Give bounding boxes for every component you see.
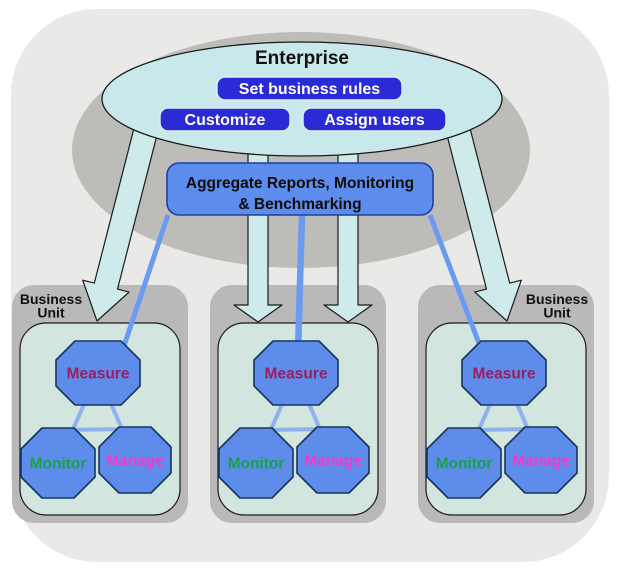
monitor-label: Monitor [436, 456, 493, 473]
manage-label: Manage [106, 453, 164, 470]
unit-label-line1: Business [526, 291, 588, 307]
assign-users-shape [302, 107, 447, 132]
measure-octagon [461, 340, 547, 406]
manage-octagon [98, 426, 172, 494]
measure-label: Measure [67, 366, 130, 383]
monitor-octagon [218, 427, 294, 499]
business-unit-right-nodes: Measure Monitor Manage [426, 340, 578, 499]
set-business-rules-label: Set business rules [239, 81, 380, 98]
customize-label: Customize [185, 112, 266, 129]
business-unit-middle-nodes: Measure Monitor Manage [218, 340, 370, 499]
set-business-rules-shape [216, 76, 403, 101]
unit-label-line2: Unit [543, 305, 571, 321]
connector-line-middle [294, 214, 306, 353]
enterprise-title: Enterprise [255, 48, 349, 69]
assign-users-label: Assign users [324, 112, 425, 129]
unit-label-line2: Unit [37, 305, 65, 321]
manage-label: Manage [304, 453, 362, 470]
aggregate-box [166, 162, 434, 216]
flow-arrow-to-left-unit [82, 114, 162, 322]
measure-octagon [55, 340, 141, 406]
monitor-octagon [426, 427, 502, 499]
measure-label: Measure [265, 366, 328, 383]
aggregate-label-line1: Aggregate Reports, Monitoring [186, 175, 414, 192]
monitor-octagon [20, 427, 96, 499]
manage-octagon [504, 426, 578, 494]
monitor-label: Monitor [228, 456, 285, 473]
customize-shape [159, 107, 291, 132]
unit-label-line1: Business [20, 291, 82, 307]
manage-label: Manage [512, 453, 570, 470]
connector-line-left [121, 214, 171, 347]
manage-octagon [296, 426, 370, 494]
connector-line-right [427, 214, 483, 347]
measure-octagon [253, 340, 339, 406]
flow-arrow-to-right-unit [442, 114, 522, 322]
business-unit-left-nodes: Measure Monitor Manage [20, 340, 172, 499]
monitor-label: Monitor [30, 456, 87, 473]
measure-label: Measure [473, 366, 536, 383]
aggregate-label-line2: & Benchmarking [238, 196, 361, 213]
